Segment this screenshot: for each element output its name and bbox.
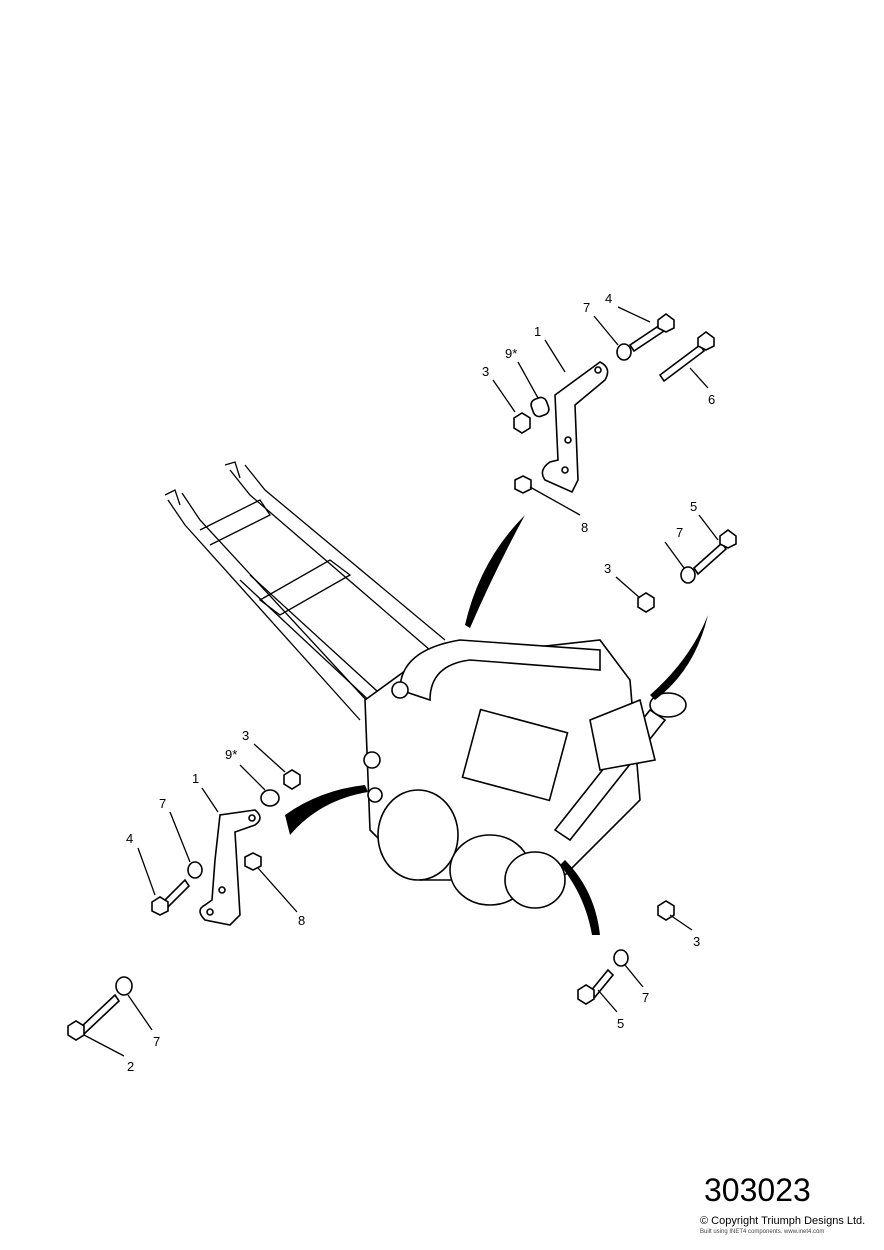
copyright-text: © Copyright Triumph Designs Ltd. <box>700 1215 866 1227</box>
callout-8: 8 <box>298 913 305 928</box>
bolt-group-lower-left <box>67 976 133 1041</box>
callout-7: 7 <box>153 1034 160 1049</box>
callout-2: 2 <box>127 1059 134 1074</box>
callout-4: 4 <box>126 831 133 846</box>
bolt-group-lower-right <box>577 900 675 1005</box>
callout-7: 7 <box>159 796 166 811</box>
pointer-arrows <box>285 515 708 935</box>
diagram-reference-number: 303023 <box>704 1172 811 1208</box>
callout-4: 4 <box>605 291 612 306</box>
callout-3: 3 <box>482 364 489 379</box>
leader-lines <box>83 306 719 1057</box>
callout-7: 7 <box>583 300 590 315</box>
built-with-note: Built using INET4 components. www.inet4.… <box>700 1229 825 1235</box>
callout-9: 9* <box>225 747 237 762</box>
callout-1: 1 <box>534 324 541 339</box>
callout-1: 1 <box>192 771 199 786</box>
callout-6: 6 <box>708 392 715 407</box>
callout-3: 3 <box>242 728 249 743</box>
callout-3: 3 <box>693 934 700 949</box>
callout-5: 5 <box>617 1016 624 1031</box>
callout-3: 3 <box>604 561 611 576</box>
bracket-group-left <box>151 769 301 926</box>
rear-subframe <box>164 461 446 721</box>
engine-assembly <box>363 639 687 909</box>
callout-9: 9* <box>505 346 517 361</box>
callout-5: 5 <box>690 499 697 514</box>
callout-7: 7 <box>642 990 649 1005</box>
callout-8: 8 <box>581 520 588 535</box>
callout-labels: 1 9* 3 7 4 6 8 5 7 3 3 9* 1 7 4 8 7 2 3 … <box>126 291 715 1074</box>
bracket-group-upper-right <box>513 313 737 613</box>
callout-7: 7 <box>676 525 683 540</box>
